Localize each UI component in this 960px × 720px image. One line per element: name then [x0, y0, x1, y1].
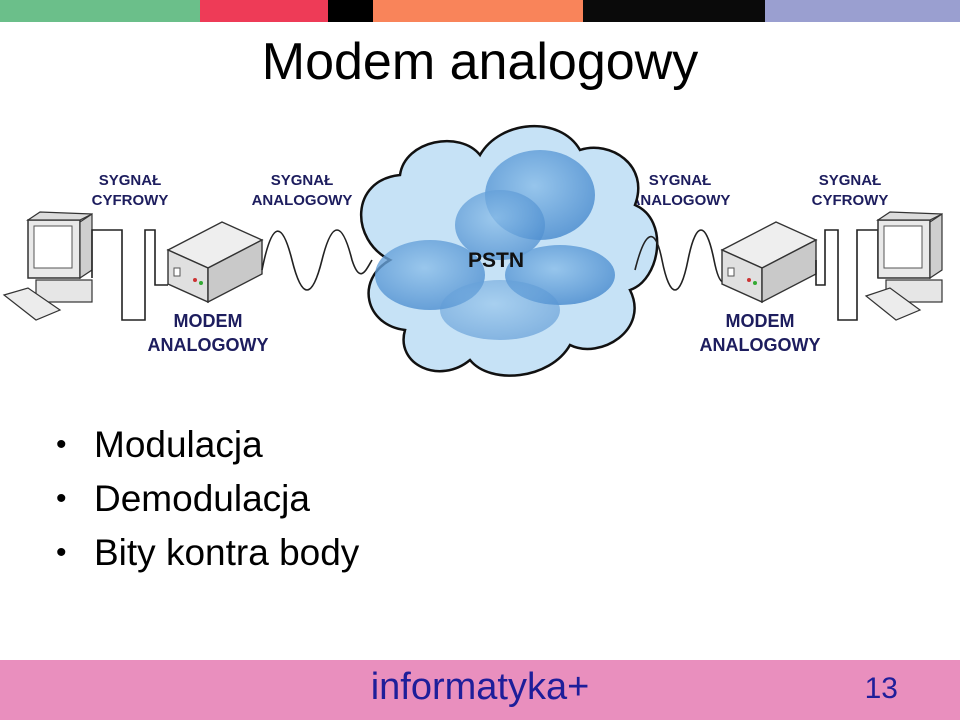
svg-text:MODEM: MODEM [174, 311, 243, 331]
page-number: 13 [865, 672, 898, 706]
top-bar-segment [583, 0, 765, 22]
svg-text:SYGNAŁ: SYGNAŁ [649, 172, 712, 189]
right-computer-icon [866, 212, 942, 320]
svg-text:SYGNAŁ: SYGNAŁ [271, 172, 334, 189]
slide-title: Modem analogowy [0, 32, 960, 92]
svg-text:MODEM: MODEM [726, 311, 795, 331]
top-bar-segment [328, 0, 373, 22]
modem-diagram: SYGNAŁ CYFROWY SYGNAŁ ANALOGOWY SYGNAŁ A… [0, 110, 960, 400]
footer-bar: informatyka+ 13 [0, 660, 960, 720]
top-bar-segment [200, 0, 328, 22]
left-modem-label: MODEM ANALOGOWY [148, 311, 269, 355]
left-digital-signal-label: SYGNAŁ CYFROWY [92, 172, 169, 209]
right-modem-icon [722, 222, 816, 302]
top-color-bar [0, 0, 960, 22]
svg-text:CYFROWY: CYFROWY [812, 192, 889, 209]
right-modem-label: MODEM ANALOGOWY [700, 311, 821, 355]
left-digital-wave [92, 230, 168, 320]
bullet-item: Demodulacja [56, 472, 359, 526]
left-analog-wave [262, 230, 372, 290]
right-analog-signal-label: SYGNAŁ ANALOGOWY [630, 172, 731, 209]
pstn-label: PSTN [468, 249, 524, 272]
svg-text:SYGNAŁ: SYGNAŁ [819, 172, 882, 189]
right-digital-signal-label: SYGNAŁ CYFROWY [812, 172, 889, 209]
svg-text:ANALOGOWY: ANALOGOWY [700, 335, 821, 355]
left-modem-icon [168, 222, 262, 302]
pstn-cloud: PSTN [361, 126, 657, 376]
right-digital-wave [816, 230, 878, 320]
bullet-item: Modulacja [56, 418, 359, 472]
top-bar-segment [0, 0, 200, 22]
svg-text:ANALOGOWY: ANALOGOWY [252, 192, 353, 209]
top-bar-segment [373, 0, 583, 22]
top-bar-segment [765, 0, 960, 22]
svg-text:ANALOGOWY: ANALOGOWY [630, 192, 731, 209]
svg-text:CYFROWY: CYFROWY [92, 192, 169, 209]
svg-text:SYGNAŁ: SYGNAŁ [99, 172, 162, 189]
left-analog-signal-label: SYGNAŁ ANALOGOWY [252, 172, 353, 209]
footer-brand: informatyka+ [0, 666, 960, 709]
bullet-list: Modulacja Demodulacja Bity kontra body [56, 418, 359, 580]
bullet-item: Bity kontra body [56, 526, 359, 580]
left-computer-icon [4, 212, 92, 320]
svg-text:ANALOGOWY: ANALOGOWY [148, 335, 269, 355]
